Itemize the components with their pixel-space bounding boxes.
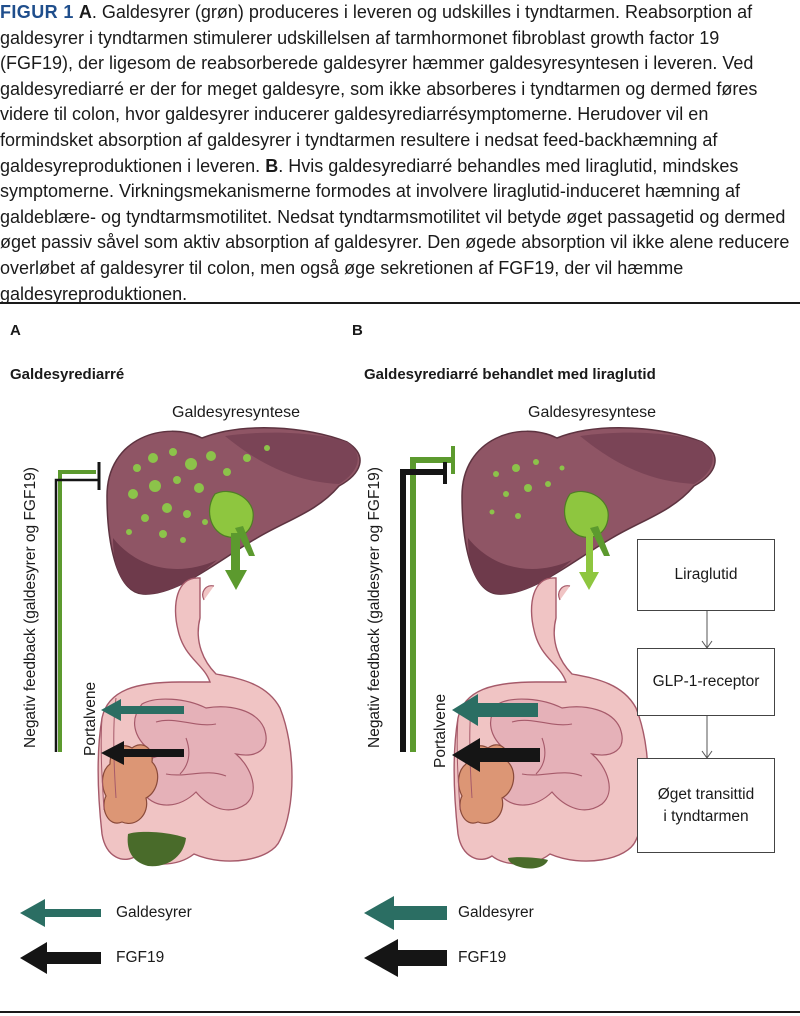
panel-b-synthesis-label: Galdesyresyntese [528,404,657,421]
caption-divider [0,302,800,304]
panel-a-portal-arrow-bile-acids [101,699,184,721]
panel-a-feedback-line-black [54,478,100,752]
panel-a-feedback-label: Negativ feedback (galdesyrer og FGF19) [22,467,39,748]
panel-a-legend-bile-acids-label: Galdesyrer [116,904,192,921]
caption-a-text: . Galdesyrer (grøn) produceres i leveren… [0,2,758,176]
panel-a-bile-flow-arrow [225,533,247,590]
panel-a-portal-label: Portalvene [82,681,99,756]
panel-b-legend-arrow-bile-acids [364,896,447,930]
panel-a-legend-arrow-bile-acids [20,899,101,927]
panel-b-legend-arrow-fgf19 [364,939,447,977]
panel-b-colon-bile-pool [508,857,548,869]
panel-a-label: A [10,322,21,339]
panel-b-legend-bile-acids-label: Galdesyrer [458,904,534,921]
figure-bottom-divider [0,1011,800,1013]
panel-a-legend-fgf19-label: FGF19 [116,949,165,966]
panel-b-intestine [453,577,649,865]
panel-a-feedback-line-green [58,470,96,752]
panel-b-feedback-line-black [400,469,446,752]
panel-a-title: Galdesyrediarré [10,366,125,383]
panel-a-liver [106,427,361,595]
panel-b-bile-flow-arrow [579,533,599,590]
caption-b-text: . Hvis galdesyrediarré behandles med lir… [0,155,790,304]
panel-b-portal-arrow-fgf19 [452,738,540,772]
panel-a-colon-bile-pool [127,831,186,867]
panel-a-legend-arrow-fgf19 [20,942,101,974]
panel-b-portal-arrow-bile-acids [452,694,538,726]
flow-box-liraglutide: Liraglutid [637,539,775,611]
panel-a-intestine [97,577,293,865]
flow-box-increased-transit: Øget transittid i tyndtarmen [637,758,775,853]
flow-box-glp1-receptor: GLP-1-receptor [637,648,775,716]
panel-b-feedback-line-green [410,457,452,752]
caption-b-label: B [265,155,279,176]
caption-a-label: A [78,2,92,22]
panel-b-label: B [352,322,363,339]
panel-b-title: Galdesyrediarré behandlet med liraglutid [364,366,656,383]
panel-b-portal-label: Portalvene [432,693,449,768]
panel-a-portal-arrow-fgf19 [101,741,184,765]
panel-a-synthesis-label: Galdesyresyntese [172,404,301,421]
panel-b-legend-fgf19-label: FGF19 [458,949,507,966]
figure-label: FIGUR 1 [0,2,74,22]
panel-b-liver [461,427,716,595]
figure-caption: FIGUR 1 A. Galdesyrer (grøn) produceres … [0,0,800,307]
panel-b-feedback-label: Negativ feedback (galdesyrer og FGF19) [366,467,383,748]
